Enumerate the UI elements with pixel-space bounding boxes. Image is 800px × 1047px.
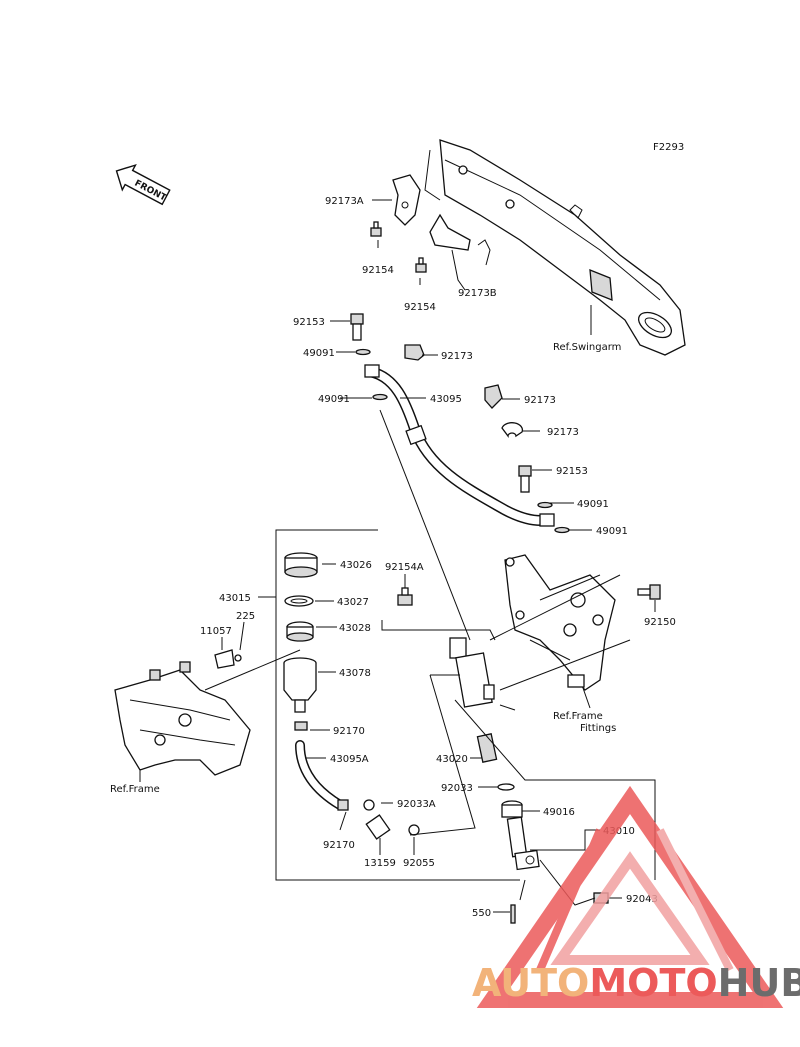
- label-92170-a: 92170: [333, 726, 365, 737]
- label-92043: 92043: [626, 894, 658, 905]
- label-92170-b: 92170: [323, 840, 355, 851]
- bracket-92173B-drawing: [429, 213, 491, 266]
- label-49091-b: 49091: [318, 394, 350, 405]
- label-92173A: 92173A: [325, 196, 364, 207]
- frame-ref-drawing: [114, 661, 251, 776]
- label-43027: 43027: [337, 597, 369, 608]
- fitting-13159-drawing: [365, 814, 391, 840]
- oring-92033A-drawing: [363, 799, 375, 811]
- label-92173B: 92173B: [458, 288, 497, 299]
- label-49091-d: 49091: [596, 526, 628, 537]
- washer-49091-a-drawing: [355, 348, 371, 356]
- label-ref-frame-fittings-2: Fittings: [580, 723, 616, 734]
- part-labels: 92173A 92154 92154 92173B Ref.Swingarm 9…: [110, 196, 676, 919]
- label-550: 550: [472, 908, 491, 919]
- clamp-92173-a-drawing: [404, 344, 425, 361]
- label-11057: 11057: [200, 626, 232, 637]
- pushrod-assembly-43010-drawing: [506, 816, 540, 871]
- label-92150: 92150: [644, 617, 676, 628]
- label-43028: 43028: [339, 623, 371, 634]
- label-92154-b: 92154: [404, 302, 436, 313]
- label-43095: 43095: [430, 394, 462, 405]
- label-49016: 49016: [543, 807, 575, 818]
- frame-fittings-ref-drawing: [504, 554, 616, 691]
- washer-49091-b-drawing: [372, 393, 388, 401]
- bracket-11057-drawing: [214, 649, 242, 669]
- bolt-92154-a-drawing: [370, 221, 382, 237]
- label-92173-b: 92173: [524, 395, 556, 406]
- watermark-logo: [476, 785, 784, 1008]
- washer-49091-c-drawing: [537, 501, 553, 509]
- label-ref-frame-fittings-1: Ref.Frame: [553, 711, 603, 722]
- label-13159: 13159: [364, 858, 396, 869]
- diaphragm-43028-drawing: [286, 621, 314, 642]
- clip-92170-a-drawing: [294, 721, 308, 731]
- plate-43027-drawing: [284, 595, 314, 607]
- label-49091-a: 49091: [303, 348, 335, 359]
- oring-92055-drawing: [408, 824, 420, 836]
- banjo-bolt-92153-a-drawing: [350, 313, 364, 341]
- pushrod-49016-drawing: [501, 800, 523, 818]
- reservoir-43078-drawing: [283, 657, 317, 713]
- label-43015: 43015: [219, 593, 251, 604]
- watermark-part-auto: AUTO: [472, 961, 589, 1005]
- bracket-92173A-drawing: [392, 174, 421, 226]
- label-43026: 43026: [340, 560, 372, 571]
- bolt-92150-drawing: [637, 584, 661, 600]
- label-92153-a: 92153: [293, 317, 325, 328]
- label-ref-frame: Ref.Frame: [110, 784, 160, 795]
- label-92173-c: 92173: [547, 427, 579, 438]
- label-43010: 43010: [603, 826, 635, 837]
- label-92033A: 92033A: [397, 799, 436, 810]
- hose-43095A-drawing: [295, 740, 345, 810]
- label-92173-a: 92173: [441, 351, 473, 362]
- watermark-text: AUTOMOTOHUB: [472, 961, 800, 1005]
- master-cylinder-43020-drawing: [449, 637, 498, 763]
- reservoir-cap-43026-drawing: [284, 552, 318, 578]
- label-43078: 43078: [339, 668, 371, 679]
- label-49091-c: 49091: [577, 499, 609, 510]
- label-92153-b: 92153: [556, 466, 588, 477]
- label-92033: 92033: [441, 783, 473, 794]
- label-92154-a: 92154: [362, 265, 394, 276]
- watermark-part-moto: MOTO: [589, 961, 717, 1005]
- swingarm-ref-drawing: [424, 139, 686, 356]
- washer-49091-d-drawing: [554, 526, 570, 534]
- watermark-part-hub: HUB: [718, 961, 800, 1005]
- circlip-92033-drawing: [497, 783, 515, 791]
- label-43095A: 43095A: [330, 754, 369, 765]
- label-92154A: 92154A: [385, 562, 424, 573]
- banjo-bolt-92153-b-drawing: [518, 465, 532, 493]
- label-ref-swingarm: Ref.Swingarm: [553, 342, 621, 353]
- bolt-92154-b-drawing: [415, 257, 427, 273]
- front-arrow-icon: FRONT: [115, 163, 171, 206]
- bolt-92154A-drawing: [397, 587, 413, 606]
- label-92055: 92055: [403, 858, 435, 869]
- clamp-92173-c-drawing: [501, 422, 524, 438]
- label-43020: 43020: [436, 754, 468, 765]
- label-225: 225: [236, 611, 255, 622]
- reservoir-group-bracket: [275, 529, 520, 881]
- clamp-92173-b-drawing: [484, 384, 503, 409]
- hose-43095-drawing: [364, 364, 555, 527]
- figure-code: F2293: [653, 142, 684, 153]
- clip-92170-b-drawing: [337, 799, 349, 811]
- pin-550-drawing: [510, 904, 516, 924]
